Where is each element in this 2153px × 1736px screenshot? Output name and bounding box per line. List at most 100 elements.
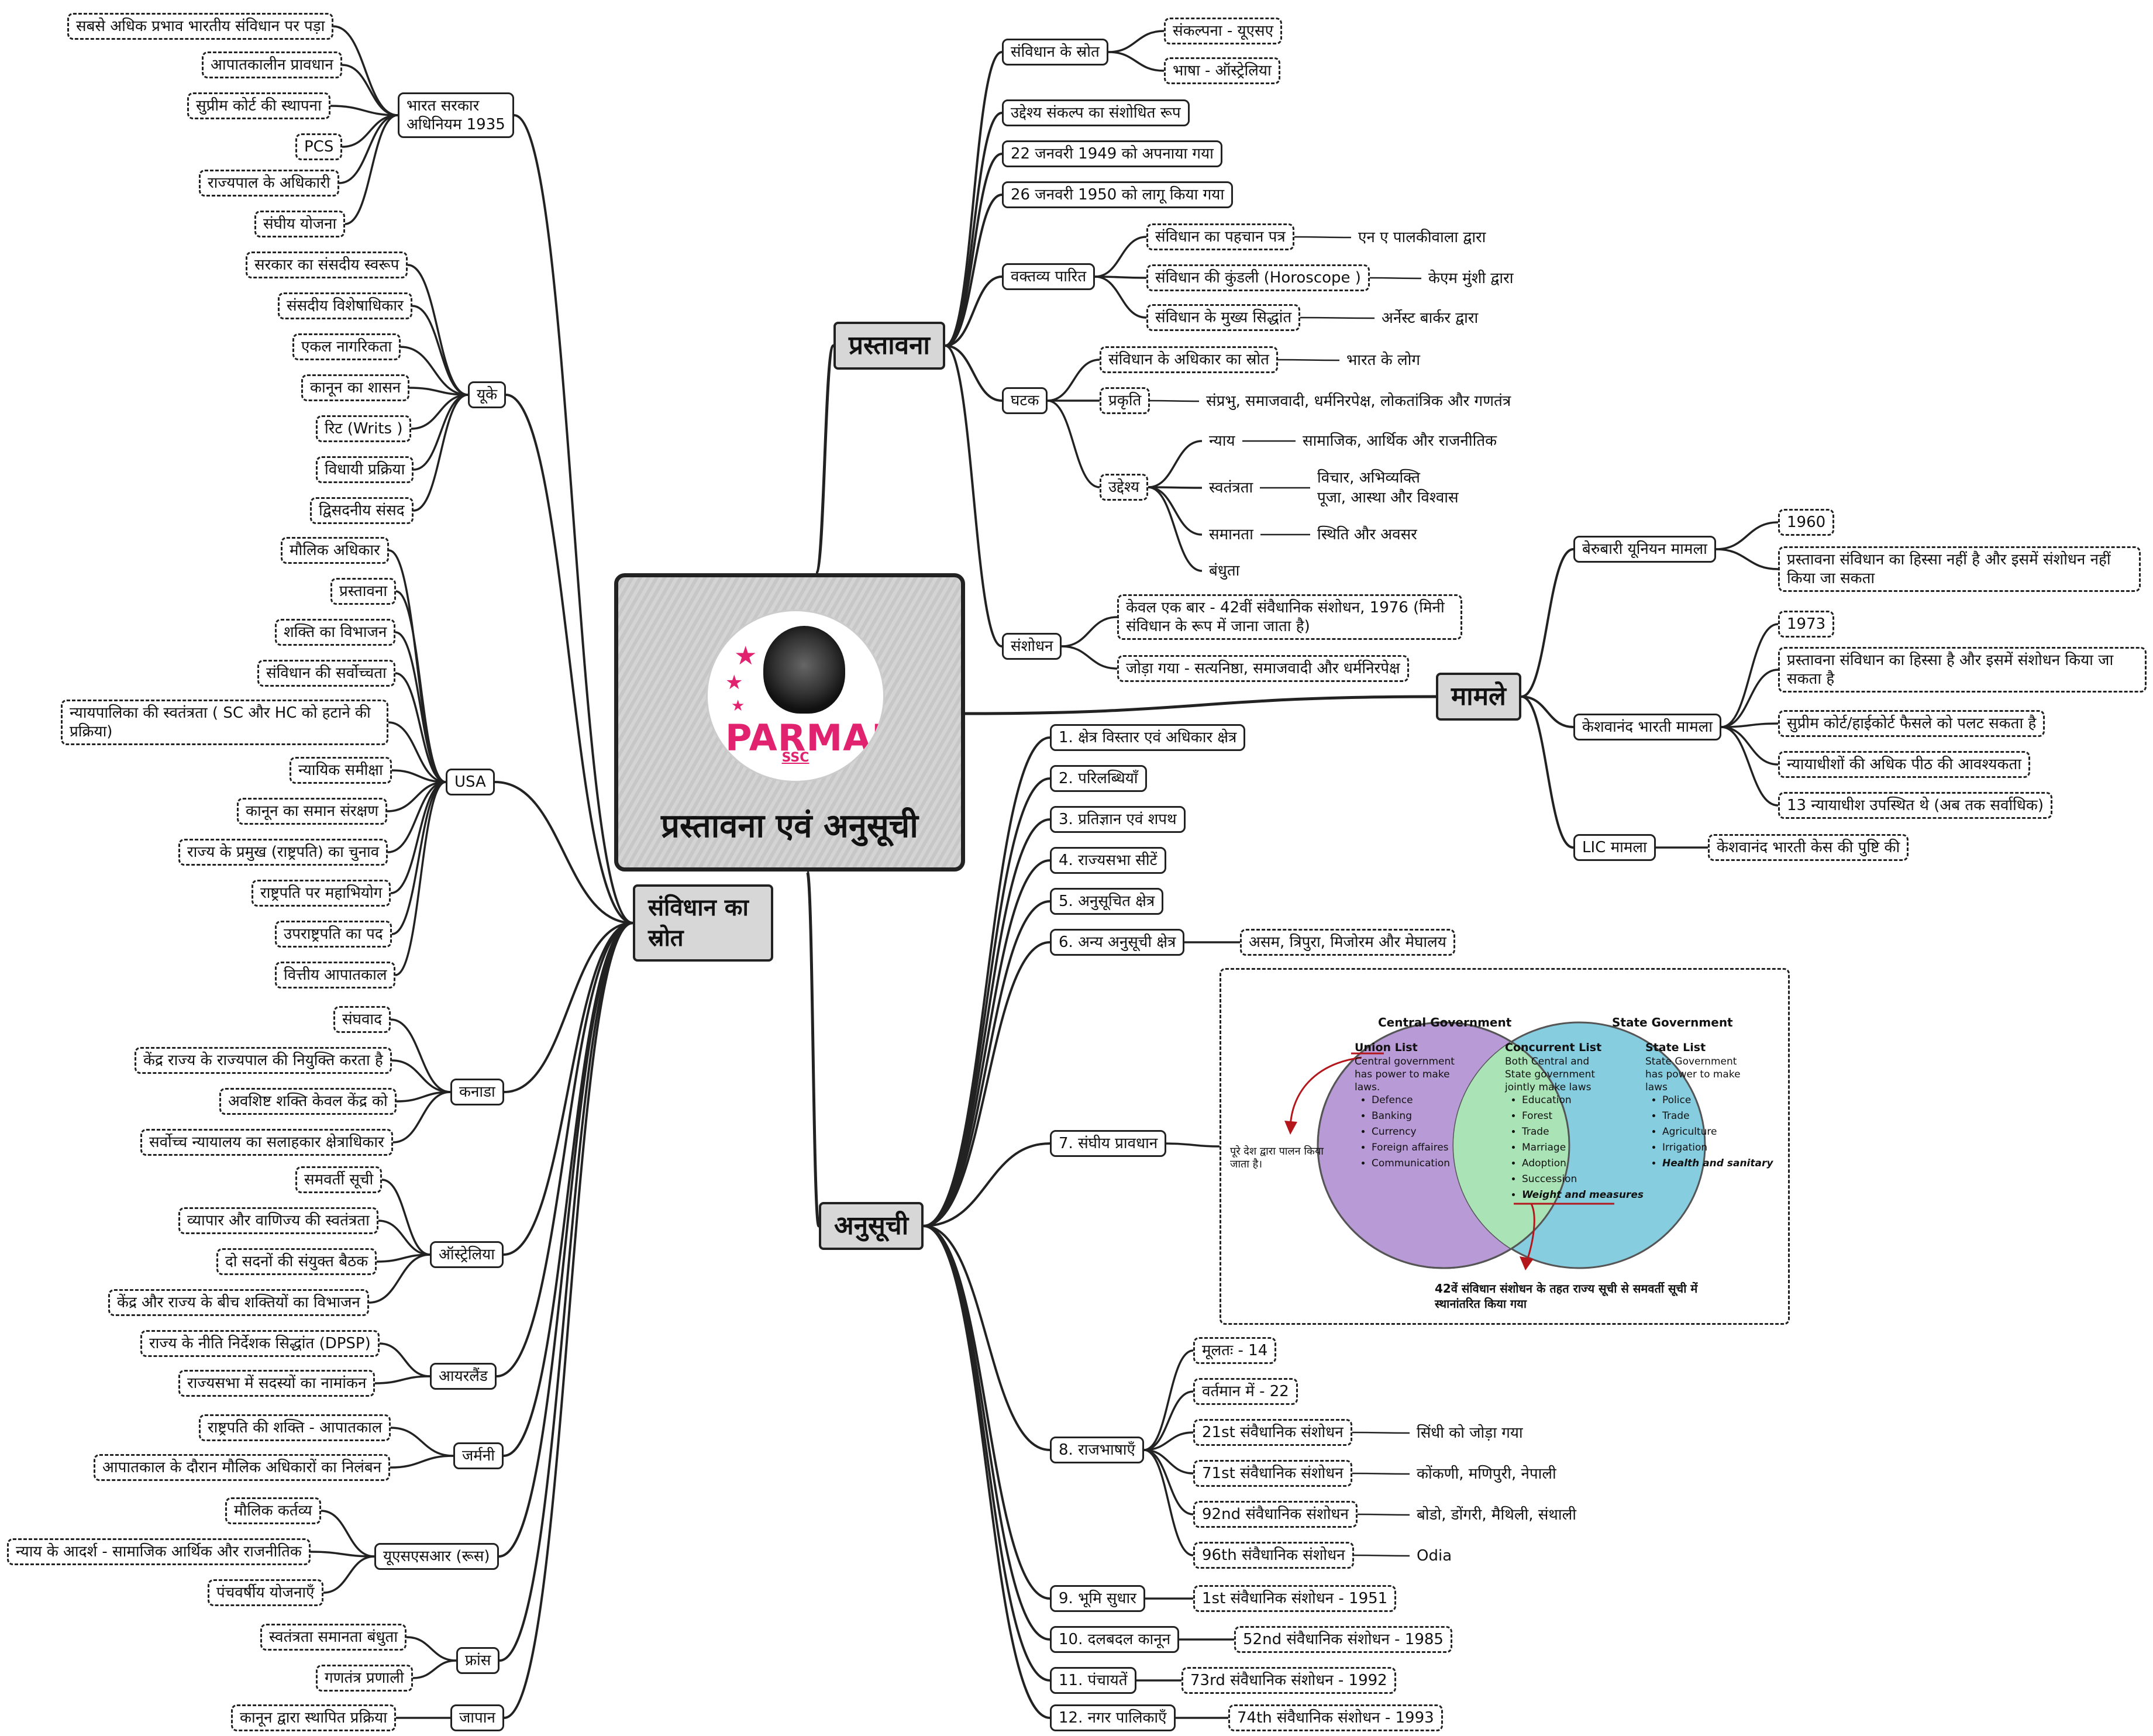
strot-country[interactable]: जर्मनी <box>453 1442 504 1469</box>
strot-item[interactable]: राष्ट्रपति की शक्ति - आपातकाल <box>199 1414 391 1441</box>
strot-country[interactable]: आयरलैंड <box>430 1363 497 1390</box>
strot-item[interactable]: प्रस्तावना <box>330 578 397 605</box>
strot-item[interactable]: एकल नागरिकता <box>292 333 401 360</box>
strot-item[interactable]: राष्ट्रपति पर महाभियोग <box>252 880 391 907</box>
case-detail[interactable]: प्रस्तावना संविधान का हिस्सा नहीं है और … <box>1778 546 2141 592</box>
strot-item[interactable]: समवर्ती सूची <box>295 1166 383 1193</box>
schedule-9[interactable]: 9. भूमि सुधार <box>1050 1585 1145 1612</box>
case-detail[interactable]: न्यायाधीशों की अधिक पीठ की आवश्यकता <box>1778 751 2031 778</box>
node-components[interactable]: घटक <box>1002 387 1048 414</box>
strot-country[interactable]: भारत सरकार अधिनियम 1935 <box>398 92 514 138</box>
node-source-item[interactable]: संकल्पना - यूएसए <box>1164 18 1282 44</box>
schedule-10[interactable]: 10. दलबदल कानून <box>1050 1626 1180 1653</box>
topic-anusuchi[interactable]: अनुसूची <box>819 1202 924 1250</box>
strot-item[interactable]: संघीय योजना <box>254 211 346 237</box>
case-detail[interactable]: सुप्रीम कोर्ट/हाईकोर्ट फैसले को पलट सकता… <box>1778 710 2045 737</box>
strot-item[interactable]: कानून द्वारा स्थापित प्रक्रिया <box>231 1704 396 1731</box>
schedule-3[interactable]: 3. प्रतिज्ञान एवं शपथ <box>1050 806 1186 833</box>
strot-country[interactable]: फ्रांस <box>456 1647 500 1674</box>
strot-item[interactable]: राज्यपाल के अधिकारी <box>199 170 339 197</box>
strot-item[interactable]: PCS <box>295 133 343 160</box>
schedule-11-value[interactable]: 73rd संवैधानिक संशोधन - 1992 <box>1181 1667 1396 1694</box>
language-item[interactable]: वर्तमान में - 22 <box>1193 1378 1298 1405</box>
node-amendment-item[interactable]: केवल एक बार - 42वीं संवैधानिक संशोधन, 19… <box>1117 594 1462 640</box>
topic-samvidhan-strot[interactable]: संविधान का स्रोत <box>633 884 773 962</box>
case-detail[interactable]: 1973 <box>1778 611 1835 638</box>
strot-item[interactable]: सर्वोच्च न्यायालय का सलाहकार क्षेत्राधिक… <box>140 1129 393 1156</box>
schedule-5[interactable]: 5. अनुसूचित क्षेत्र <box>1050 888 1164 915</box>
node-fact[interactable]: 22 जनवरी 1949 को अपनाया गया <box>1002 140 1222 167</box>
strot-country[interactable]: यूएसएसआर (रूस) <box>374 1543 499 1570</box>
strot-item[interactable]: न्यायपालिका की स्वतंत्रता ( SC और HC को … <box>61 700 388 745</box>
language-item[interactable]: 92nd संवैधानिक संशोधन <box>1193 1501 1358 1528</box>
strot-item[interactable]: मौलिक अधिकार <box>281 537 389 564</box>
schedule-9-value[interactable]: 1st संवैधानिक संशोधन - 1951 <box>1193 1585 1397 1612</box>
node-fact[interactable]: उद्देश्य संकल्प का संशोधित रूप <box>1002 99 1190 126</box>
strot-country[interactable]: USA <box>446 769 495 795</box>
node-source-item[interactable]: भाषा - ऑस्ट्रेलिया <box>1164 57 1280 84</box>
strot-item[interactable]: राज्य के प्रमुख (राष्ट्रपति) का चुनाव <box>178 839 388 866</box>
node-component-source[interactable]: संविधान के अधिकार का स्रोत <box>1100 346 1278 373</box>
strot-item[interactable]: न्याय के आदर्श - सामाजिक आर्थिक और राजनी… <box>7 1538 311 1565</box>
node-statement[interactable]: संविधान की कुंडली (Horoscope ) <box>1146 264 1370 291</box>
strot-country[interactable]: जापान <box>450 1704 504 1731</box>
strot-item[interactable]: गणतंत्र प्रणाली <box>316 1665 413 1692</box>
node-statement[interactable]: संविधान के मुख्य सिद्धांत <box>1146 304 1301 331</box>
node-amendment-item[interactable]: जोड़ा गया - सत्यनिष्ठा, समाजवादी और धर्म… <box>1117 655 1409 682</box>
node-component-nature[interactable]: प्रकृति <box>1100 387 1150 414</box>
strot-item[interactable]: मौलिक कर्तव्य <box>225 1497 321 1524</box>
strot-item[interactable]: आपातकाल के दौरान मौलिक अधिकारों का निलंब… <box>94 1454 391 1481</box>
strot-item[interactable]: सुप्रीम कोर्ट की स्थापना <box>187 92 330 119</box>
strot-item[interactable]: विधायी प्रक्रिया <box>316 456 414 483</box>
language-item[interactable]: मूलतः - 14 <box>1193 1337 1277 1364</box>
strot-country[interactable]: यूके <box>468 381 507 408</box>
schedule-11[interactable]: 11. पंचायतें <box>1050 1667 1136 1694</box>
topic-prastavana[interactable]: प्रस्तावना <box>833 322 945 370</box>
case-detail[interactable]: प्रस्तावना संविधान का हिस्सा है और इसमें… <box>1778 647 2147 693</box>
strot-item[interactable]: संविधान की सर्वोच्चता <box>257 660 395 687</box>
strot-item[interactable]: स्वतंत्रता समानता बंधुता <box>260 1624 407 1651</box>
strot-item[interactable]: कानून का समान संरक्षण <box>237 798 387 825</box>
case-detail[interactable]: केशवानंद भारती केस की पुष्टि की <box>1708 834 1909 861</box>
strot-item[interactable]: आपातकालीन प्रावधान <box>202 51 342 78</box>
strot-item[interactable]: दो सदनों की संयुक्त बैठक <box>216 1248 377 1275</box>
node-objectives[interactable]: उद्देश्य <box>1100 474 1148 501</box>
strot-item[interactable]: सरकार का संसदीय स्वरूप <box>246 252 408 278</box>
strot-item[interactable]: व्यापार और वाणिज्य की स्वतंत्रता <box>178 1207 378 1234</box>
schedule-12-value[interactable]: 74th संवैधानिक संशोधन - 1993 <box>1228 1704 1443 1731</box>
strot-item[interactable]: शक्ति का विभाजन <box>275 619 396 646</box>
schedule-6[interactable]: 6. अन्य अनुसूची क्षेत्र <box>1050 929 1185 956</box>
strot-item[interactable]: राज्य के नीति निर्देशक सिद्धांत (DPSP) <box>140 1330 380 1357</box>
strot-item[interactable]: द्विसदनीय संसद <box>310 497 414 524</box>
strot-item[interactable]: रिट (Writs ) <box>316 415 412 442</box>
schedule-12[interactable]: 12. नगर पालिकाएँ <box>1050 1704 1176 1731</box>
strot-item[interactable]: न्यायिक समीक्षा <box>290 757 392 784</box>
schedule-1[interactable]: 1. क्षेत्र विस्तार एवं अधिकार क्षेत्र <box>1050 724 1246 751</box>
strot-item[interactable]: पंचवर्षीय योजनाएँ <box>208 1579 323 1606</box>
schedule-8[interactable]: 8. राजभाषाएँ <box>1050 1437 1144 1463</box>
schedule-6-value[interactable]: असम, त्रिपुरा, मिजोरम और मेघालय <box>1240 929 1455 956</box>
strot-item[interactable]: कानून का शासन <box>301 374 410 401</box>
schedule-2[interactable]: 2. परिलब्धियाँ <box>1050 765 1147 792</box>
schedule-4[interactable]: 4. राज्यसभा सीटें <box>1050 847 1166 874</box>
case-berubari[interactable]: बेरुबारी यूनियन मामला <box>1573 536 1716 563</box>
schedule-10-value[interactable]: 52nd संवैधानिक संशोधन - 1985 <box>1234 1626 1452 1653</box>
node-statements[interactable]: वक्तव्य पारित <box>1002 263 1096 290</box>
strot-item[interactable]: अवशिष्ट शक्ति केवल केंद्र को <box>219 1088 397 1115</box>
strot-country[interactable]: कनाडा <box>450 1079 504 1105</box>
strot-item[interactable]: केंद्र और राज्य के बीच शक्तियों का विभाज… <box>108 1289 369 1316</box>
language-item[interactable]: 71st संवैधानिक संशोधन <box>1193 1460 1352 1487</box>
case-detail[interactable]: 13 न्यायाधीश उपस्थित थे (अब तक सर्वाधिक) <box>1778 792 2053 819</box>
case-detail[interactable]: 1960 <box>1778 509 1835 536</box>
schedule-7[interactable]: 7. संघीय प्रावधान <box>1050 1130 1167 1157</box>
strot-country[interactable]: ऑस्ट्रेलिया <box>430 1241 504 1268</box>
strot-item[interactable]: संसदीय विशेषाधिकार <box>278 292 412 319</box>
node-amendment[interactable]: संशोधन <box>1002 633 1062 660</box>
node-statement[interactable]: संविधान का पहचान पत्र <box>1146 223 1294 250</box>
case-keshavanand[interactable]: केशवानंद भारती मामला <box>1573 714 1721 740</box>
language-item[interactable]: 96th संवैधानिक संशोधन <box>1193 1542 1354 1569</box>
strot-item[interactable]: वित्तीय आपातकाल <box>275 962 396 988</box>
node-sources[interactable]: संविधान के स्रोत <box>1002 39 1108 66</box>
language-item[interactable]: 21st संवैधानिक संशोधन <box>1193 1419 1352 1446</box>
strot-item[interactable]: सबसे अधिक प्रभाव भारतीय संविधान पर पड़ा <box>67 13 334 40</box>
